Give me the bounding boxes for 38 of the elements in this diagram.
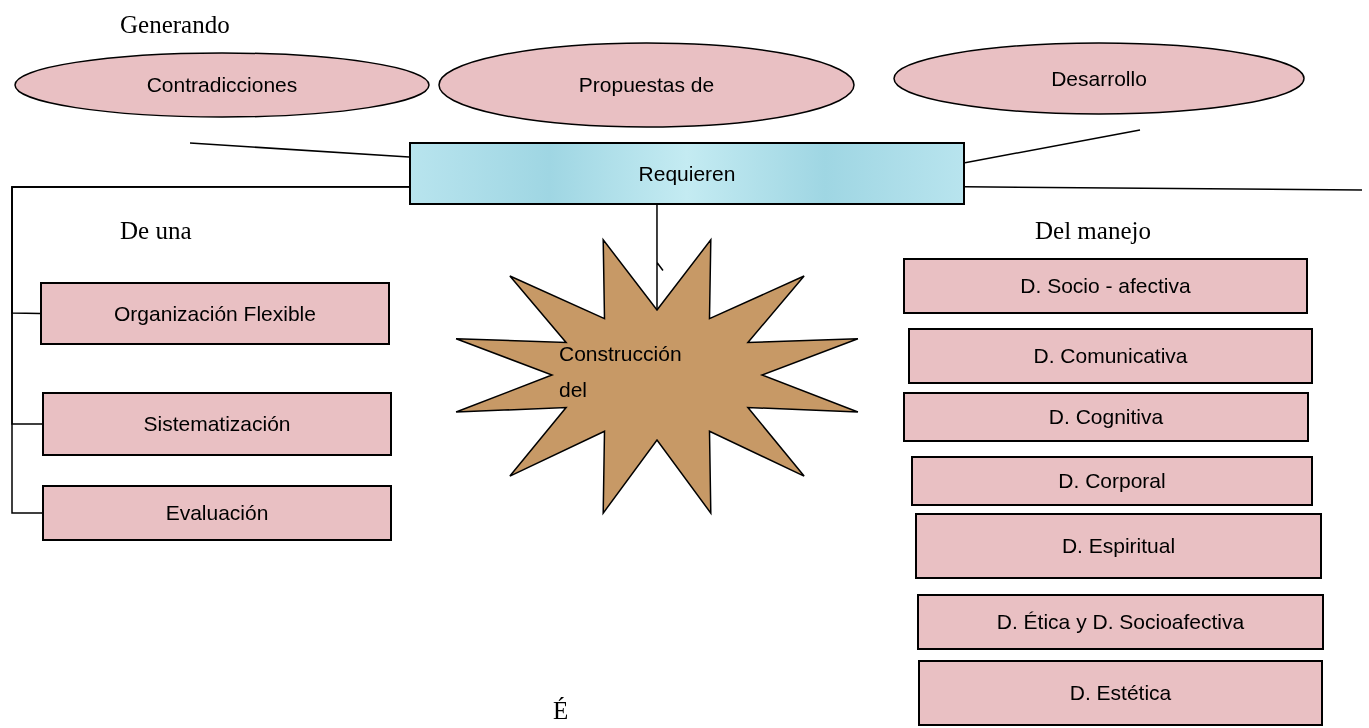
connector-word: De una <box>120 216 192 246</box>
process-box <box>42 392 392 456</box>
connector-line <box>964 186 1363 191</box>
ellipse-node <box>438 42 855 128</box>
node-text: Construcción del <box>559 342 682 401</box>
process-box <box>903 392 1309 442</box>
stray-letter: É <box>553 696 569 726</box>
node-text: D. Cognitiva <box>1048 404 1164 431</box>
process-box <box>42 485 392 541</box>
node-text: D. Espiritual <box>1061 533 1176 560</box>
connector-line <box>656 204 664 311</box>
process-box <box>918 660 1323 726</box>
node-text: D. Corporal <box>1058 468 1166 495</box>
node-text: Organización Flexible <box>114 300 316 327</box>
connector-line <box>189 142 410 158</box>
connector-word: Del manejo <box>1035 216 1151 246</box>
node-text: Desarrollo <box>1051 66 1147 90</box>
node-text: D. Comunicativa <box>1033 343 1188 370</box>
node-text: D. Ética y D. Socioafectiva <box>996 609 1245 636</box>
ellipse-node <box>14 52 430 118</box>
node-text: Requieren <box>638 160 736 187</box>
process-box <box>40 282 390 345</box>
process-box <box>409 142 965 205</box>
node-text: D. Estética <box>1069 680 1172 707</box>
ellipse-node <box>893 42 1305 115</box>
connector-word: Generando <box>120 10 230 40</box>
node-text: Sistematización <box>143 411 291 438</box>
process-box <box>908 328 1313 384</box>
process-box <box>917 594 1324 650</box>
process-box <box>911 456 1313 506</box>
connector-line <box>11 186 410 514</box>
node-text: D. Socio - afectiva <box>1020 273 1191 300</box>
node-text: Propuestas de <box>578 73 715 97</box>
connector-line <box>964 129 1141 164</box>
node-text: Contradicciones <box>146 73 298 97</box>
process-box <box>915 513 1322 579</box>
process-box <box>903 258 1308 314</box>
node-text: Evaluación <box>165 500 269 527</box>
